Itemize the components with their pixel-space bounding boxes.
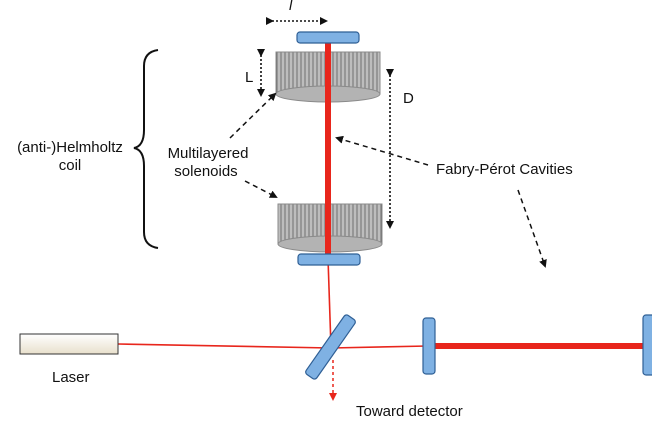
solenoids-label-line2: solenoids bbox=[174, 163, 237, 180]
vertical-cavity-feed-beam bbox=[327, 257, 332, 349]
helmholtz-label-line2: coil bbox=[59, 157, 82, 174]
right-cavity-mirror bbox=[642, 314, 652, 376]
laser-beam bbox=[117, 343, 332, 349]
cavities-label: Fabry-Pérot Cavities bbox=[436, 161, 573, 178]
solenoid-length-label: L bbox=[245, 69, 253, 86]
detector-label: Toward detector bbox=[356, 403, 463, 420]
laser-label: Laser bbox=[52, 369, 90, 386]
top-cavity-mirror bbox=[296, 31, 360, 44]
beam-splitter bbox=[305, 314, 356, 380]
bottom-cavity-mirror bbox=[297, 253, 361, 266]
cavities-arrow-horizontal bbox=[517, 189, 547, 268]
helmholtz-label-line1: (anti-)Helmholtz bbox=[17, 139, 123, 156]
separation-label: D bbox=[403, 90, 414, 107]
horizontal-cavity-feed-beam bbox=[330, 345, 429, 349]
solenoids-arrow-upper bbox=[229, 92, 277, 139]
left-cavity-mirror bbox=[422, 317, 436, 375]
helmholtz-bracket bbox=[133, 49, 159, 249]
solenoids-label-line1: Multilayered bbox=[168, 145, 249, 162]
laser-source bbox=[19, 333, 119, 355]
length-symbol-label: l bbox=[289, 0, 293, 14]
solenoids-arrow-lower bbox=[244, 180, 278, 198]
cavities-arrow-vertical bbox=[335, 135, 429, 166]
